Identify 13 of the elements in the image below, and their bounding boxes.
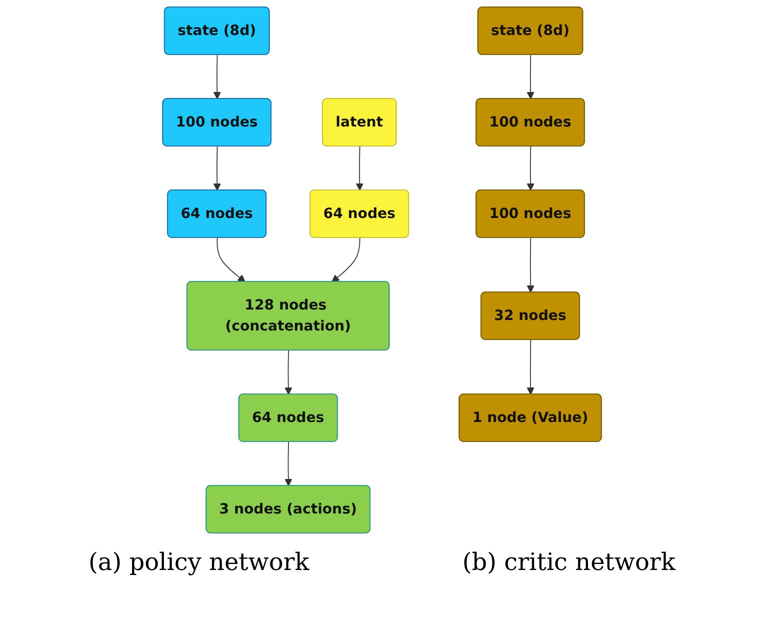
arrow — [213, 146, 221, 191]
panel-caption: (b) critic network — [462, 548, 676, 576]
arrow — [526, 146, 534, 191]
arrow — [213, 54, 221, 100]
arrow — [356, 146, 364, 191]
arrow — [284, 442, 292, 486]
arrow — [332, 237, 360, 282]
panel-caption: (a) policy network — [88, 548, 310, 576]
arrow — [526, 339, 534, 395]
arrow — [526, 54, 534, 100]
arrow — [216, 237, 246, 282]
arrow — [526, 237, 534, 293]
arrow — [284, 350, 292, 395]
